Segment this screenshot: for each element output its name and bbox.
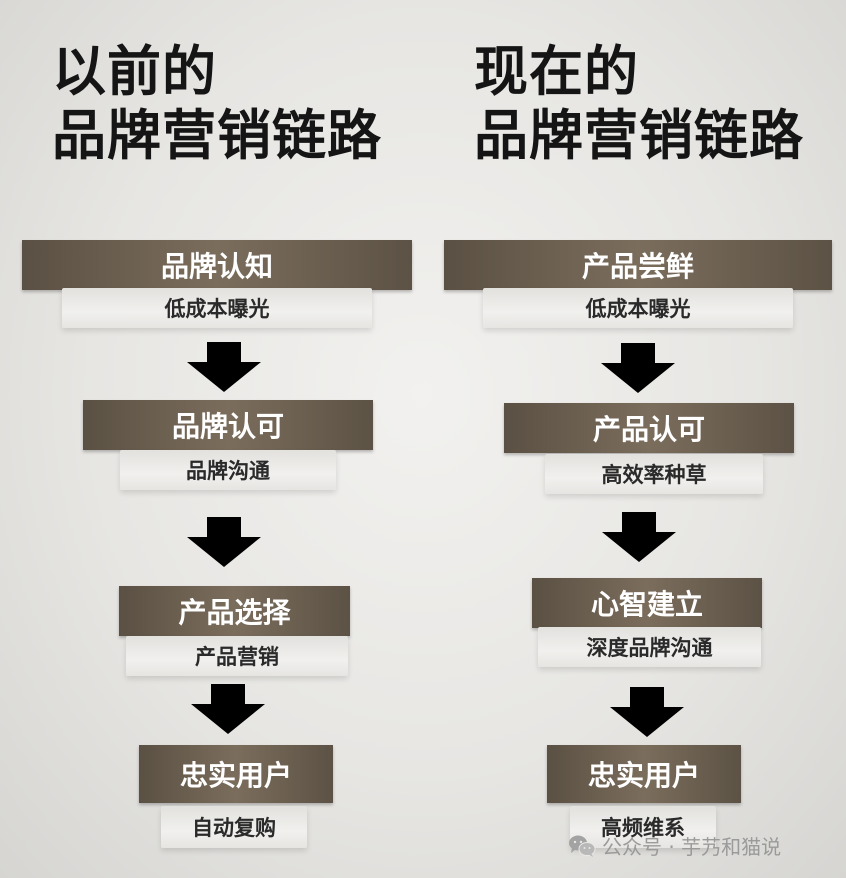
right-title-line2: 品牌营销链路 [474, 104, 804, 167]
right-arrow-down-icon-1 [601, 343, 675, 393]
wechat-icon [568, 834, 596, 858]
left-arrow-down-icon-1 [187, 342, 261, 392]
left-arrow-down-icon-2 [187, 517, 261, 567]
right-stage-3: 心智建立 [532, 578, 762, 628]
left-stage-4-sub: 自动复购 [161, 806, 307, 848]
right-stage-3-sub: 深度品牌沟通 [538, 627, 761, 667]
right-stage-2: 产品认可 [504, 403, 794, 453]
left-title-line1: 以前的 [52, 40, 217, 103]
left-arrow-down-icon-3 [191, 684, 265, 734]
left-title-line2: 品牌营销链路 [52, 104, 382, 167]
left-stage-1-sub: 低成本曝光 [62, 288, 372, 328]
left-title: 以前的 品牌营销链路 [52, 40, 382, 168]
left-stage-2: 品牌认可 [83, 400, 373, 450]
right-title: 现在的 品牌营销链路 [474, 40, 804, 168]
left-stage-4: 忠实用户 [139, 745, 333, 803]
left-stage-3-sub: 产品营销 [126, 636, 348, 676]
left-stage-3: 产品选择 [119, 586, 350, 636]
right-stage-4: 忠实用户 [547, 745, 741, 803]
right-stage-2-sub: 高效率种草 [545, 454, 763, 494]
right-stage-4-sub: 高频维系 [570, 806, 716, 848]
watermark: 公众号 · 芋艿和猫说 [568, 831, 781, 860]
right-stage-1-sub: 低成本曝光 [483, 288, 793, 328]
left-stage-2-sub: 品牌沟通 [120, 450, 336, 490]
right-arrow-down-icon-2 [602, 512, 676, 562]
right-title-line1: 现在的 [474, 40, 639, 103]
right-arrow-down-icon-3 [610, 687, 684, 737]
left-stage-1: 品牌认知 [22, 240, 412, 290]
right-stage-1: 产品尝鲜 [444, 240, 832, 290]
watermark-text: 公众号 · 芋艿和猫说 [602, 835, 782, 859]
